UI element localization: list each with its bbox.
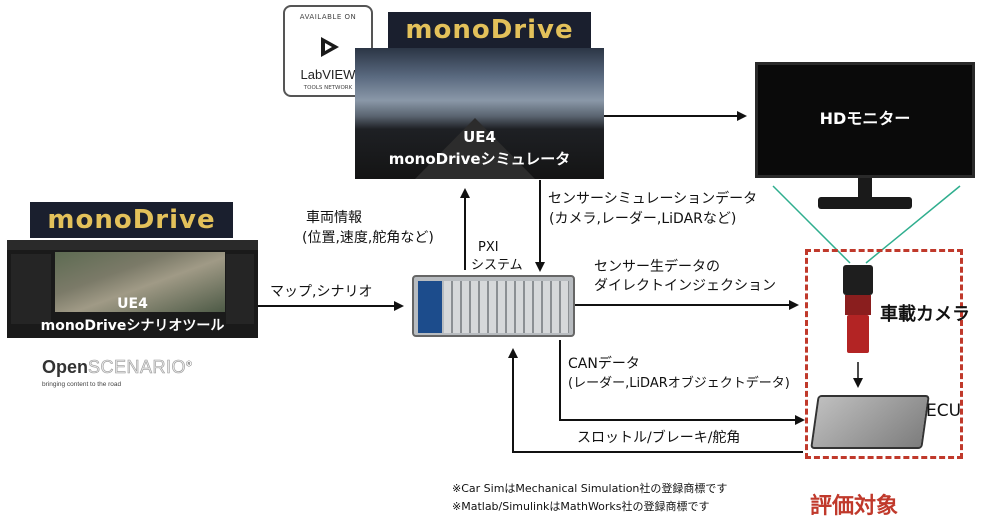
ecu-unit bbox=[810, 395, 930, 449]
camera-housing bbox=[847, 315, 869, 353]
simulator-label-line2: monoDriveシミュレータ bbox=[388, 150, 571, 168]
pxi-label-line1: PXI bbox=[478, 240, 499, 255]
openscenario-open: Open bbox=[42, 357, 89, 377]
ecu-label: ECU bbox=[926, 401, 962, 421]
evaluation-target-box bbox=[805, 249, 963, 459]
arrow-control bbox=[508, 348, 803, 453]
evaluation-target-label: 評価対象 bbox=[810, 494, 899, 519]
monodrive-logo-left: monoDrive bbox=[30, 202, 233, 238]
tool-left-panel bbox=[11, 254, 51, 324]
monitor-stand-neck bbox=[858, 178, 872, 198]
can-data-line1: CANデータ bbox=[568, 356, 640, 372]
tool-viewport bbox=[55, 252, 225, 312]
map-scenario-label: マップ,シナリオ bbox=[270, 284, 373, 300]
tool-menubar bbox=[7, 240, 258, 250]
openscenario-reg: ® bbox=[186, 359, 192, 369]
labview-badge-name: LabVIEW bbox=[300, 67, 356, 82]
labview-badge-top: AVAILABLE ON bbox=[299, 13, 357, 21]
raw-data-line1: センサー生データの bbox=[594, 259, 720, 275]
road-shape bbox=[415, 118, 535, 179]
camera-label: 車載カメラ bbox=[880, 304, 970, 325]
monitor-stand-base bbox=[818, 197, 912, 209]
trademark-note-2: ※Matlab/SimulinkはMathWorks社の登録商標です bbox=[452, 500, 710, 513]
vehicle-info-line1: 車両情報 bbox=[306, 210, 362, 226]
trademark-note-1: ※Car SimはMechanical Simulation社の登録商標です bbox=[452, 482, 728, 495]
scenario-tool-label-line2: monoDriveシナリオツール bbox=[40, 318, 225, 334]
camera-mount bbox=[845, 295, 871, 315]
monodrive-logo-top: monoDrive bbox=[388, 12, 591, 48]
vehicle-info-line2: (位置,速度,舵角など) bbox=[302, 230, 434, 246]
control-label: スロットル/ブレーキ/舵角 bbox=[577, 430, 741, 446]
pxi-module-slots bbox=[444, 281, 569, 333]
openscenario-logo: OpenSCENARIO® bringing content to the ro… bbox=[42, 357, 192, 388]
simulator-screenshot: UE4 monoDriveシミュレータ bbox=[355, 48, 604, 179]
labview-badge-sub: TOOLS NETWORK bbox=[303, 85, 353, 91]
monitor-label: HDモニター bbox=[819, 109, 911, 128]
camera-lens bbox=[843, 265, 873, 295]
hd-monitor: HDモニター bbox=[755, 62, 975, 178]
tool-right-panel bbox=[226, 254, 254, 324]
pxi-controller bbox=[418, 281, 442, 333]
openscenario-scenario: SCENARIO bbox=[88, 357, 187, 378]
pxi-chassis bbox=[412, 275, 575, 337]
vehicle-camera bbox=[843, 265, 873, 353]
can-data-line2: (レーダー,LiDARオブジェクトデータ) bbox=[568, 376, 790, 391]
simulator-label-line1: UE4 bbox=[463, 128, 496, 146]
labview-play-icon bbox=[321, 37, 339, 57]
scenario-tool-label-line1: UE4 bbox=[117, 296, 148, 312]
sensor-sim-line2: (カメラ,レーダー,LiDARなど) bbox=[549, 211, 737, 227]
raw-data-line2: ダイレクトインジェクション bbox=[594, 278, 776, 294]
openscenario-tagline: bringing content to the road bbox=[42, 381, 122, 388]
pxi-label-line2: システム bbox=[471, 258, 523, 273]
sensor-sim-line1: センサーシミュレーションデータ bbox=[548, 191, 758, 207]
scenario-tool-screenshot: UE4 monoDriveシナリオツール bbox=[7, 240, 258, 338]
arrow-can-data bbox=[559, 340, 805, 425]
